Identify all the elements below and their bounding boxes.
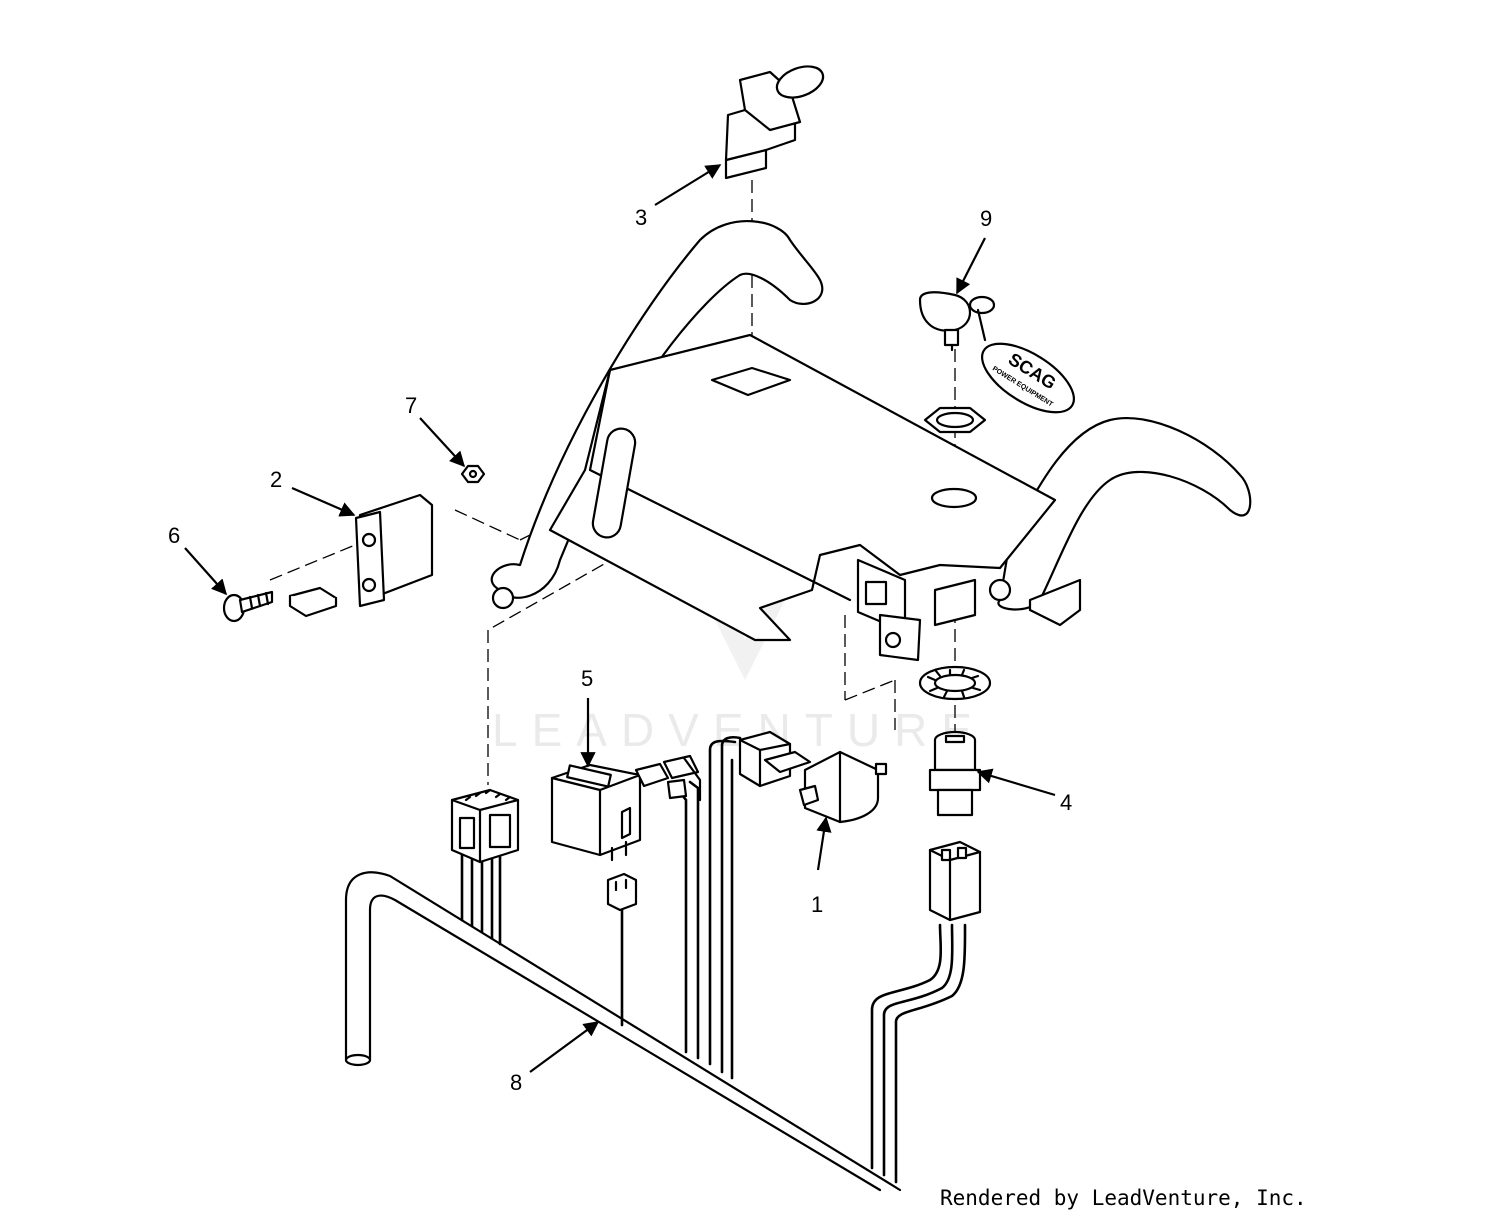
- hex-nut: [460, 464, 486, 484]
- self-tapping-screw: [222, 590, 274, 623]
- svg-text:7: 7: [405, 393, 417, 418]
- harness-connector-switch: [738, 730, 812, 788]
- star-lock-washer: [918, 665, 992, 701]
- callout-9: 9: [956, 206, 992, 295]
- switch-mount-bracket: [288, 493, 434, 618]
- pto-switch-knob: [724, 65, 825, 180]
- svg-text:5: 5: [581, 666, 593, 691]
- interlock-switch: [798, 750, 888, 824]
- callout-7: 7: [405, 393, 466, 468]
- ignition-switch: [928, 730, 982, 817]
- harness-plug-small: [606, 872, 638, 912]
- svg-text:4: 4: [1060, 790, 1072, 815]
- svg-text:6: 6: [168, 523, 180, 548]
- callout-3: 3: [635, 164, 722, 230]
- render-credit: Rendered by LeadVenture, Inc.: [940, 1186, 1307, 1210]
- hour-meter: [550, 763, 642, 862]
- inline-fuse-holder: [634, 754, 702, 802]
- callout-2: 2: [270, 467, 356, 517]
- svg-text:9: 9: [980, 206, 992, 231]
- svg-text:8: 8: [510, 1070, 522, 1095]
- control-panel-frame: [490, 219, 1252, 662]
- callout-4: 4: [976, 768, 1072, 815]
- callout-5: 5: [580, 666, 596, 768]
- harness-connector-6pin: [450, 788, 520, 864]
- svg-text:1: 1: [811, 892, 823, 917]
- callout-1: 1: [811, 816, 832, 917]
- svg-text:3: 3: [635, 205, 647, 230]
- watermark-text: LEADVENTURE: [492, 704, 986, 756]
- svg-text:2: 2: [270, 467, 282, 492]
- callout-6: 6: [168, 523, 228, 596]
- ignition-plug: [928, 840, 982, 922]
- callout-8: 8: [510, 1021, 600, 1095]
- wiring-harness: [344, 735, 967, 1192]
- ignition-key: SCAG POWER EQUIPMENT: [918, 291, 1075, 414]
- jam-nut: [923, 406, 987, 434]
